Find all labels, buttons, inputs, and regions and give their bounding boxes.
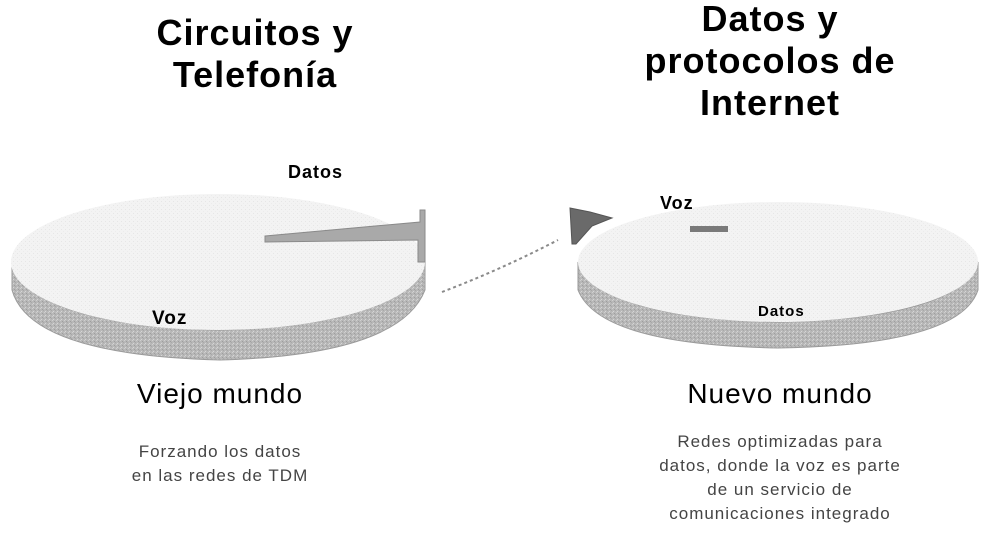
arrow-flag [569, 207, 614, 245]
right-desc-line3: de un servicio de [707, 480, 853, 499]
left-pie-label-datos: Datos [288, 162, 344, 182]
right-desc-line1: Redes optimizadas para [677, 432, 883, 451]
right-pie-voice-slice [690, 226, 728, 232]
left-title-line1: Circuitos y [156, 12, 354, 53]
left-title: Circuitos y Telefonía [95, 12, 415, 96]
right-title-line1: Datos y [701, 0, 839, 39]
right-pie [577, 202, 979, 349]
right-title-line3: Internet [699, 82, 840, 123]
left-title-line2: Telefonía [172, 54, 338, 95]
right-title-line2: protocolos de [644, 40, 896, 81]
right-pie-label-datos: Datos [758, 303, 805, 320]
transition-arrow [441, 207, 614, 293]
right-description: Redes optimizadas para datos, donde la v… [590, 430, 970, 526]
left-description: Forzando los datos en las redes de TDM [60, 440, 380, 488]
right-desc-line2: datos, donde la voz es parte [659, 456, 901, 475]
right-title: Datos y protocolos de Internet [580, 0, 960, 124]
right-subtitle: Nuevo mundo [687, 378, 873, 409]
left-desc-line1: Forzando los datos [138, 442, 302, 461]
right-pie-top [578, 202, 978, 322]
left-pie [11, 194, 426, 361]
left-pie-top [11, 194, 425, 330]
left-subtitle: Viejo mundo [136, 378, 304, 409]
left-desc-line2: en las redes de TDM [131, 466, 309, 485]
left-pie-data-slice [264, 209, 426, 263]
right-pie-label-voz: Voz [660, 193, 694, 213]
left-pie-label-voz: Voz [152, 308, 188, 329]
right-desc-line4: comunicaciones integrado [669, 504, 891, 523]
